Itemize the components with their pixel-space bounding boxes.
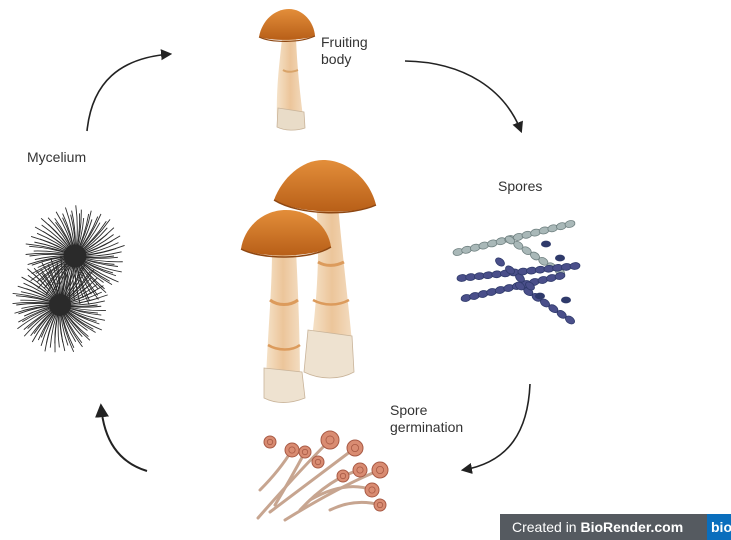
germ-sporangium — [285, 443, 299, 457]
germ-sporangium — [374, 499, 386, 511]
biorender-watermark[interactable]: Created in BioRender.com bio — [500, 514, 731, 540]
label-spore-germination-line2: germination — [390, 419, 463, 436]
germ-sporangium — [353, 463, 367, 477]
germ-sporangium — [312, 456, 324, 468]
label-spore-germination-line1: Spore — [390, 402, 463, 419]
germ-hypha — [330, 502, 380, 510]
label-fruiting-body: Fruiting body — [321, 34, 368, 68]
label-spore-germination: Spore germination — [390, 402, 463, 436]
watermark-prefix: Created in — [512, 519, 580, 535]
germ-sporangium — [337, 470, 349, 482]
spore-single — [555, 255, 565, 262]
arrow-germination-to-mycelium — [101, 406, 147, 471]
label-mycelium-text: Mycelium — [27, 149, 86, 166]
cycle-arrows — [87, 54, 530, 471]
germ-sporangium — [299, 446, 311, 458]
fruiting-body-illustration — [259, 9, 315, 130]
spores-illustration — [452, 219, 580, 325]
label-spores: Spores — [498, 178, 542, 195]
central-mushrooms-illustration — [241, 160, 376, 403]
watermark-brand: BioRender.com — [580, 519, 683, 535]
label-mycelium: Mycelium — [27, 149, 86, 166]
mycelium-illustration — [13, 205, 125, 352]
arrow-mycelium-to-fruiting — [87, 54, 170, 131]
label-fruiting-body-line2: body — [321, 51, 368, 68]
germ-sporangium — [372, 462, 388, 478]
arrow-spores-to-germination — [463, 384, 530, 470]
germ-sporangium — [365, 483, 379, 497]
germ-hypha — [285, 470, 380, 520]
spore-single — [535, 293, 545, 300]
watermark-text: Created in BioRender.com — [500, 519, 683, 535]
spore-single — [541, 241, 551, 248]
arrow-fruiting-to-spores — [405, 61, 521, 131]
germ-sporangium — [321, 431, 339, 449]
label-spores-text: Spores — [498, 178, 542, 195]
biorender-logo: bio — [707, 514, 731, 540]
spore-germination-illustration — [258, 431, 388, 520]
spore-bead — [494, 256, 506, 268]
label-fruiting-body-line1: Fruiting — [321, 34, 368, 51]
mycelium-core — [49, 294, 71, 316]
spore-single — [561, 297, 571, 304]
germ-sporangium — [264, 436, 276, 448]
spore-bead — [570, 262, 581, 270]
germ-sporangium — [347, 440, 363, 456]
